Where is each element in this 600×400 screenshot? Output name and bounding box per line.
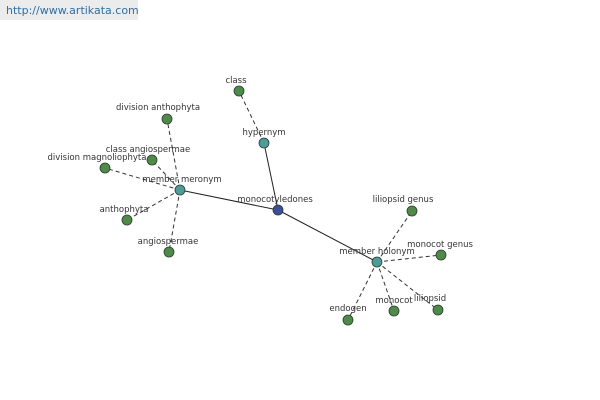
node-division-magnoliophyta[interactable]	[99, 162, 111, 174]
node-monocotyledones[interactable]	[272, 204, 284, 216]
edge-hypernym-class	[238, 90, 265, 144]
node-endogen[interactable]	[342, 314, 354, 326]
label-member-meronym[interactable]: member meronym	[142, 175, 221, 185]
edge-monocotyledones-hypernym	[263, 142, 279, 211]
node-class[interactable]	[233, 85, 245, 97]
node-member-meronym[interactable]	[174, 184, 186, 196]
node-monocot[interactable]	[388, 305, 400, 317]
node-monocot-genus[interactable]	[435, 249, 447, 261]
label-class[interactable]: class	[225, 76, 247, 86]
edge-monocotyledones-member-meronym	[179, 189, 279, 211]
label-endogen[interactable]: endogen	[329, 304, 366, 314]
edge-member-meronym-anthophyta	[126, 189, 181, 221]
node-division-anthophyta[interactable]	[161, 113, 173, 125]
edge-member-holonym-monocot	[376, 261, 395, 312]
node-angiospermae[interactable]	[163, 246, 175, 258]
url-bar: http://www.artikata.com	[0, 0, 139, 20]
label-class-angiospermae[interactable]: class angiospermae	[106, 145, 190, 155]
node-liliopsid-genus[interactable]	[406, 205, 418, 217]
edge-monocotyledones-member-holonym	[277, 209, 378, 263]
node-liliopsid[interactable]	[432, 304, 444, 316]
label-monocotyledones[interactable]: monocotyledones	[237, 195, 313, 205]
label-hypernym[interactable]: hypernym	[242, 128, 285, 138]
label-division-magnoliophyta[interactable]: division magnoliophyta	[48, 153, 147, 163]
edge-member-meronym-angiospermae	[168, 189, 181, 253]
label-angiospermae[interactable]: angiospermae	[138, 237, 199, 247]
node-hypernym[interactable]	[258, 137, 270, 149]
label-anthophyta[interactable]: anthophyta	[100, 205, 149, 215]
graph-nodes	[99, 85, 447, 326]
label-monocot-genus[interactable]: monocot genus	[407, 240, 473, 250]
edge-member-holonym-liliopsid	[376, 261, 439, 311]
graph-labels: class hypernym division anthophyta class an…	[48, 76, 474, 314]
label-division-anthophyta[interactable]: division anthophyta	[116, 103, 200, 113]
edge-member-meronym-division-magnoliophyta	[104, 167, 181, 191]
label-monocot[interactable]: monocot	[375, 296, 413, 306]
label-member-holonym[interactable]: member holonym	[339, 247, 414, 257]
node-member-holonym[interactable]	[371, 256, 383, 268]
node-class-angiospermae[interactable]	[146, 154, 158, 166]
url-link[interactable]: http://www.artikata.com	[6, 4, 139, 17]
edge-member-holonym-monocot-genus	[376, 254, 442, 263]
label-liliopsid-genus[interactable]: liliopsid genus	[373, 195, 434, 205]
label-liliopsid[interactable]: liliopsid	[414, 294, 446, 304]
node-anthophyta[interactable]	[121, 214, 133, 226]
edge-member-meronym-division-anthophyta	[166, 118, 181, 191]
graph-edges	[104, 90, 442, 321]
edge-member-holonym-endogen	[347, 261, 378, 321]
edge-member-holonym-liliopsid-genus	[376, 210, 413, 263]
